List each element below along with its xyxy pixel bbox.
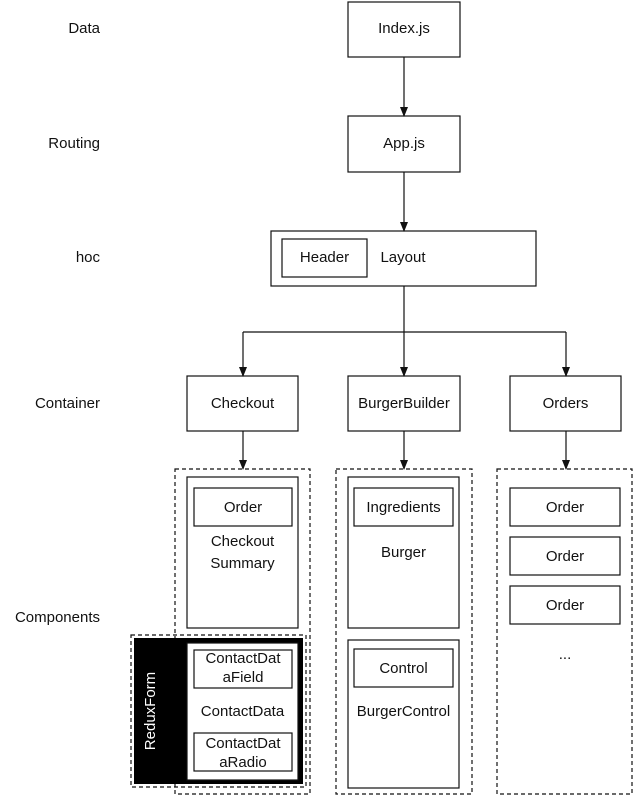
ingredients-label: Ingredients [366, 499, 441, 516]
node-orders-label: Orders [542, 395, 589, 412]
node-layout-label: Layout [380, 249, 426, 266]
node-checkout-label: Checkout [210, 395, 275, 412]
burger-label: Burger [380, 544, 427, 561]
checkout-summary-box [186, 476, 299, 629]
node-app-label: App.js [383, 135, 425, 152]
contactdatafield-label-line1: ContactDat [205, 650, 281, 667]
burger-box [347, 476, 460, 629]
contactdatafield-label-line2: aField [222, 669, 264, 686]
burgercontrol-label: BurgerControl [356, 703, 451, 720]
orders-item-label-2: Order [545, 548, 585, 565]
orders-item-label-1: Order [545, 499, 585, 516]
checkout-summary-label-line2: Summary [210, 555, 275, 572]
order-box [193, 487, 293, 527]
burger-control-box [347, 639, 460, 789]
node-index-label: Index.js [378, 20, 430, 37]
node-header-label: Header [299, 249, 350, 266]
ingredients-box [353, 487, 454, 527]
orders-item-label-3: Order [545, 597, 585, 614]
control-label: Control [379, 660, 428, 677]
row-label-hoc: hoc [75, 249, 100, 266]
orders-item-box-1 [509, 487, 621, 527]
reduxform-label: ReduxForm [142, 671, 159, 751]
contactdata-label: ContactData [200, 703, 285, 720]
contactdataradio-box [193, 732, 293, 772]
row-label-components: Components [14, 609, 100, 626]
contactdatafield-box [193, 649, 293, 689]
contactdataradio-label-line2: aRadio [219, 754, 267, 771]
node-header-box [281, 238, 368, 278]
orders-item-box-2 [509, 536, 621, 576]
node-burgerbuilder-label: BurgerBuilder [358, 395, 450, 412]
orders-group-outline [496, 468, 633, 795]
contactdataradio-label-line1: ContactDat [205, 735, 281, 752]
checkout-group-outline [174, 468, 311, 795]
reduxform-outer-dash [130, 634, 307, 788]
control-box [353, 648, 454, 688]
row-label-container: Container [34, 395, 100, 412]
orders-more-label: ... [558, 646, 572, 663]
order-label: Order [223, 499, 263, 516]
burger-group-outline [335, 468, 473, 795]
row-label-routing: Routing [48, 135, 100, 152]
row-label-data: Data [68, 20, 100, 37]
checkout-summary-label-line1: Checkout [210, 533, 275, 550]
orders-item-box-3 [509, 585, 621, 625]
